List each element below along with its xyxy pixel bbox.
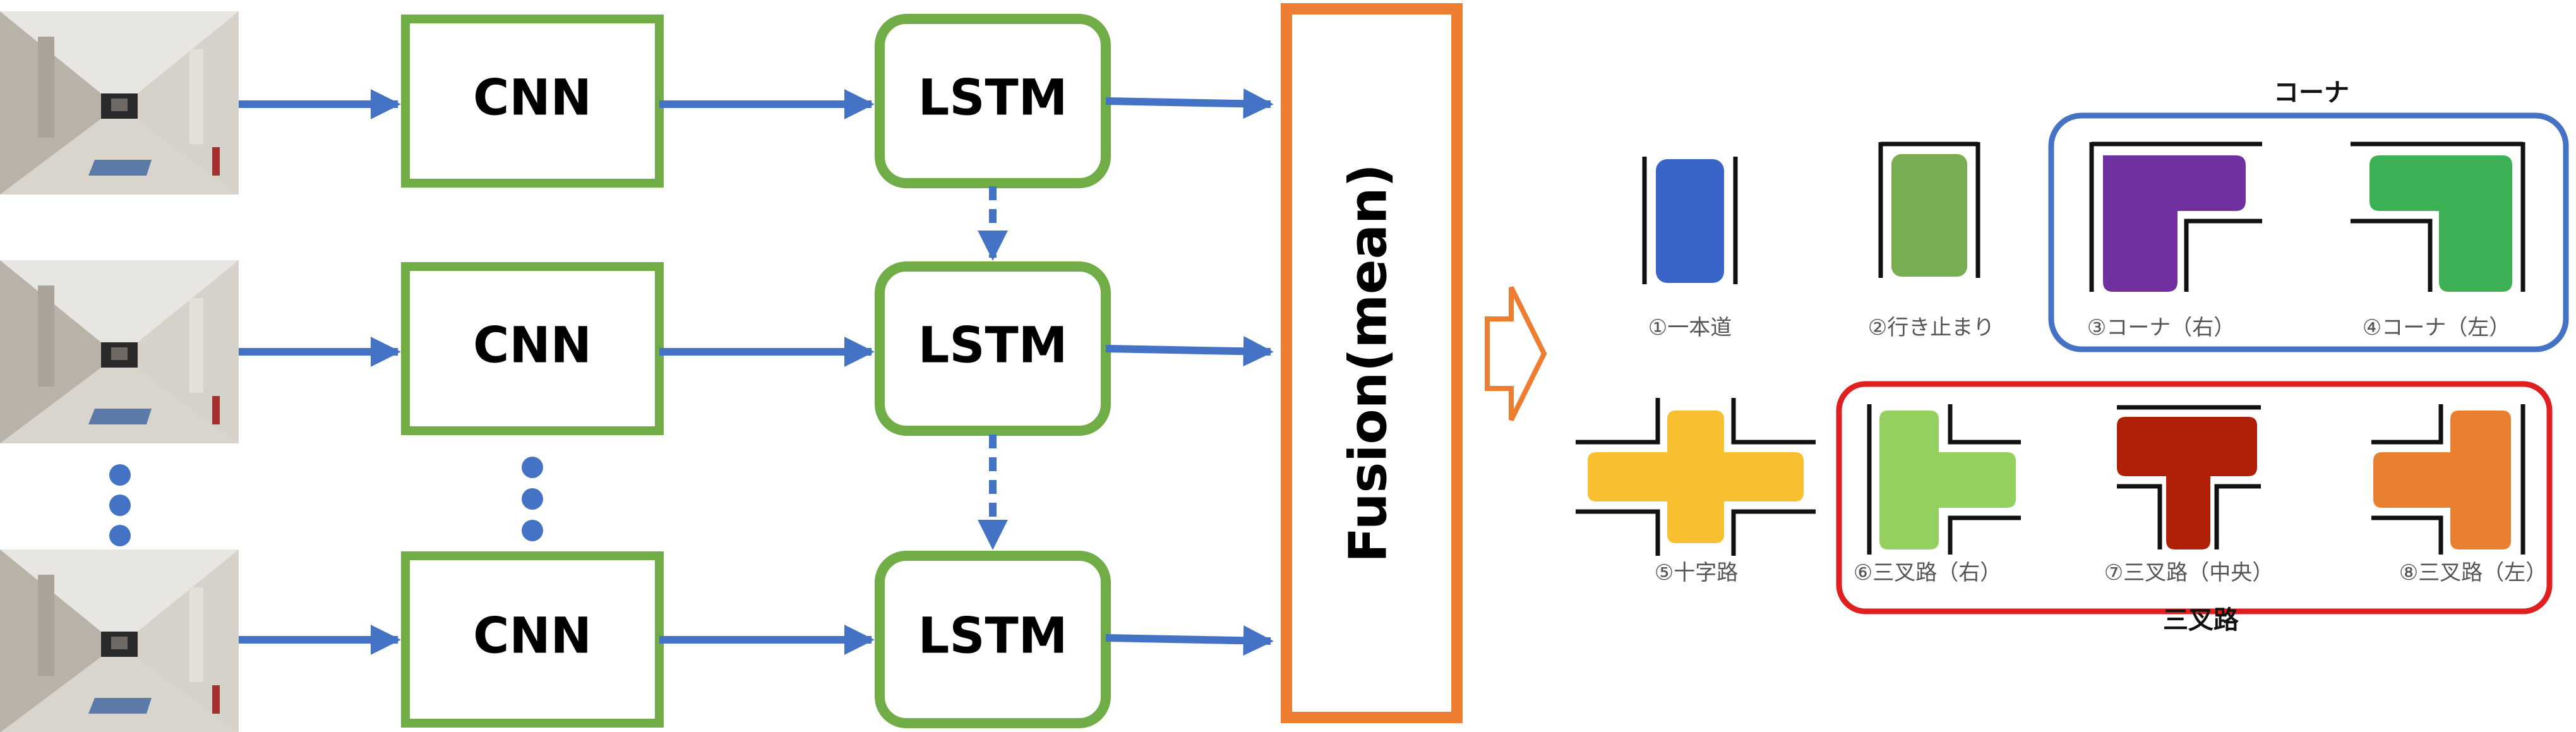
ellipsis-dots-cnn: [522, 457, 543, 541]
class-corner-right-icon: [2089, 141, 2262, 292]
trifurcation-group-frame: [1836, 381, 2553, 615]
corridor-image-1: [0, 11, 239, 195]
corridor-image-2: [0, 260, 239, 443]
cnn-box-3: CNN: [401, 551, 664, 728]
class-label-crossroads: ⑤十字路: [1655, 560, 1738, 585]
trifurcation-group-label: 三叉路: [2163, 606, 2239, 635]
arrow-lstm-fusion-3: [1105, 625, 1274, 656]
class-trifurcation-right-icon: [1867, 404, 2021, 555]
corridor-image-3: [0, 549, 239, 732]
class-label-corner-right: ③コーナ（右）: [2087, 315, 2235, 340]
cnn-label: CNN: [473, 608, 592, 664]
lstm-label: LSTM: [918, 608, 1068, 664]
lstm-box-2: LSTM: [875, 261, 1111, 436]
fusion-label: Fusion(mean): [1338, 164, 1398, 563]
class-label-trifurcation-left: ⑧三叉路（左）: [2399, 560, 2547, 585]
corner-group-label: コーナ: [2273, 78, 2349, 107]
lstm-box-1: LSTM: [875, 14, 1111, 188]
ellipsis-dots-images: [109, 464, 131, 546]
class-label-trifurcation-right: ⑥三叉路（右）: [1854, 560, 2001, 585]
class-straight-road-icon: [1642, 157, 1738, 284]
fusion-box: Fusion(mean): [1281, 3, 1463, 723]
cnn-label: CNN: [473, 317, 592, 374]
arrow-lstm-fusion-2: [1105, 336, 1274, 367]
lstm-box-3: LSTM: [875, 551, 1111, 728]
class-dead-end-icon: [1878, 141, 1980, 278]
output-arrow-icon: [1485, 286, 1547, 421]
lstm-label: LSTM: [918, 69, 1068, 126]
class-label-straight-road: ①一本道: [1648, 315, 1732, 340]
cnn-label: CNN: [473, 69, 592, 126]
lstm-label: LSTM: [918, 317, 1068, 374]
arrow-lstm-fusion-1: [1105, 88, 1274, 119]
class-label-trifurcation-center: ⑦三叉路（中央）: [2104, 560, 2273, 585]
cnn-box-2: CNN: [401, 262, 664, 435]
class-trifurcation-center-icon: [2117, 405, 2261, 549]
class-corner-left-icon: [2351, 141, 2525, 292]
cnn-box-1: CNN: [401, 15, 664, 188]
corner-group-frame: [2048, 112, 2569, 352]
class-crossroads-icon: [1576, 398, 1816, 556]
class-label-dead-end: ②行き止まり: [1868, 315, 1994, 340]
class-trifurcation-left-icon: [2371, 404, 2525, 555]
class-label-corner-left: ④コーナ（左）: [2363, 315, 2510, 340]
